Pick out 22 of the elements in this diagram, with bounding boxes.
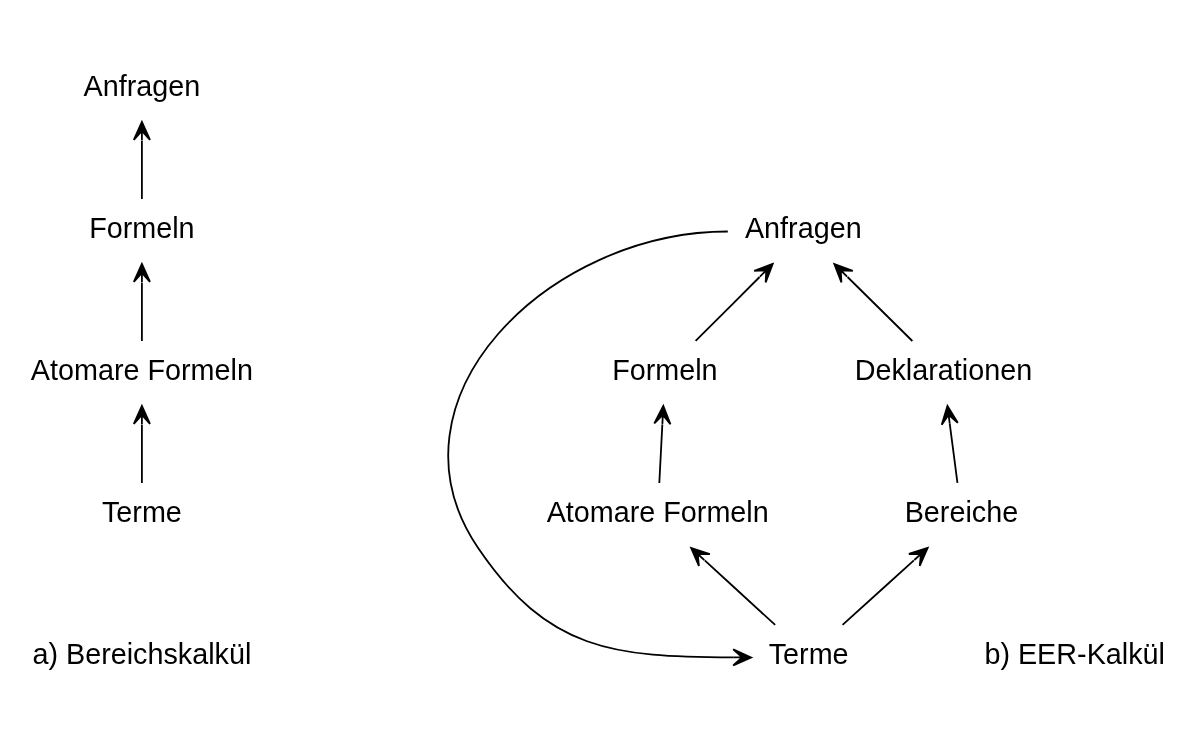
node-text: Terme xyxy=(768,637,849,670)
node-text: Atomare Formeln xyxy=(546,495,769,528)
node-text: Atomare Formeln xyxy=(30,353,253,386)
arrow xyxy=(132,262,151,342)
arrow xyxy=(833,262,914,342)
arrow xyxy=(841,546,929,626)
node-text: Anfragen xyxy=(744,211,862,244)
node-text: Bereiche xyxy=(904,495,1019,528)
node-text: Anfragen xyxy=(83,69,201,102)
node-text: Formeln xyxy=(89,211,195,244)
label: b) EER-Kalkül xyxy=(984,637,1165,670)
node-text: Formeln xyxy=(612,353,718,386)
node-text: Terme xyxy=(101,495,182,528)
label: a) Bereichskalkül xyxy=(32,637,252,670)
arrow xyxy=(940,404,959,484)
arrow xyxy=(653,404,672,484)
arrow xyxy=(132,120,151,200)
arrow xyxy=(132,404,151,484)
arrow xyxy=(690,546,777,626)
arrow xyxy=(694,262,774,342)
node-text: Deklarationen xyxy=(854,353,1033,386)
arrow xyxy=(448,230,753,666)
